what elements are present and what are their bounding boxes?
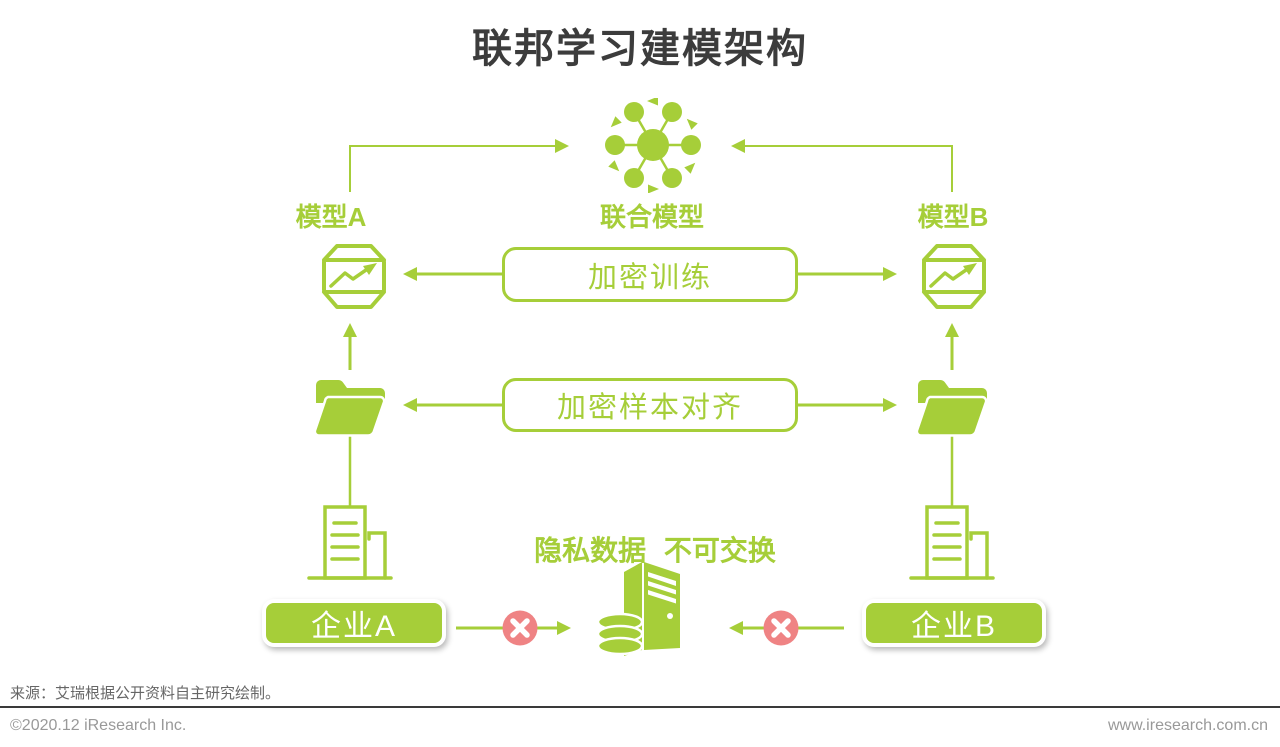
- enterprise-a-badge: 企业A: [262, 599, 446, 647]
- private-data-label: 隐私数据 不可交换: [534, 535, 776, 566]
- arrow-model-a-to-joint: [349, 139, 569, 192]
- enterprise-building-icon: [909, 505, 995, 580]
- website-text: www.iresearch.com.cn: [1107, 717, 1268, 734]
- source-note: 来源：艾瑞根据公开资料自主研究绘制。: [10, 685, 281, 702]
- enterprise-a-label: 企业A: [310, 610, 397, 643]
- page-title: 联邦学习建模架构: [472, 27, 808, 71]
- encrypted-training-box: 加密训练: [502, 247, 798, 302]
- encrypted-alignment-box: 加密样本对齐: [502, 378, 798, 432]
- network-hub-icon: [605, 98, 701, 193]
- forbidden-x-icon: [502, 610, 538, 646]
- arrow-model-b-to-joint: [731, 139, 953, 192]
- enterprise-building-icon: [307, 505, 393, 580]
- encrypted-training-label: 加密训练: [587, 261, 712, 294]
- copyright-text: ©2020.12 iResearch Inc.: [10, 717, 187, 734]
- model-cube-chart-icon: [322, 244, 386, 309]
- server-database-icon: [596, 562, 680, 656]
- model-a-label: 模型A: [295, 202, 367, 232]
- folder-icon: [915, 379, 988, 437]
- model-b-label: 模型B: [917, 202, 989, 232]
- enterprise-b-badge: 企业B: [862, 599, 1046, 647]
- folder-icon: [313, 379, 386, 437]
- enterprise-b-label: 企业B: [910, 610, 997, 643]
- joint-model-label: 联合模型: [599, 202, 704, 232]
- model-cube-chart-icon: [922, 244, 986, 309]
- encrypted-alignment-label: 加密样本对齐: [556, 392, 743, 424]
- forbidden-x-icon: [763, 610, 799, 646]
- footer-divider: [0, 706, 1280, 708]
